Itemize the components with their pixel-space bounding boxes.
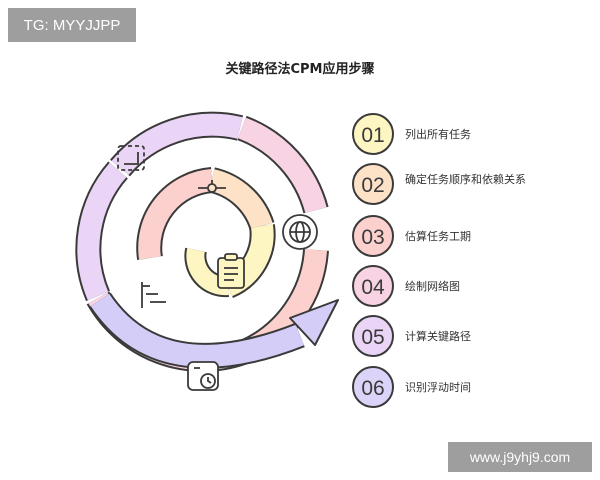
arrow-band <box>90 293 305 367</box>
middle-band-segment-2 <box>209 169 273 230</box>
resize-icon <box>117 145 145 171</box>
step-circle-02 <box>352 163 394 205</box>
watermark: www.j9yhj9.com <box>448 442 592 472</box>
step-number-06: 06 <box>361 377 384 400</box>
outer-band-segment-5 <box>77 162 127 301</box>
step-number-03: 03 <box>361 226 384 249</box>
globe-icon <box>282 214 318 250</box>
diagram-title: 关键路径法CPM应用步骤 <box>225 62 375 77</box>
step-circle-03 <box>352 215 394 257</box>
step-circle-06 <box>352 366 394 408</box>
step-circles: 01 02 03 04 05 06 <box>352 113 394 408</box>
step-number-02: 02 <box>361 174 384 197</box>
step-label-02: 确定任务顺序和依赖关系 <box>405 173 526 186</box>
step-label-01: 列出所有任务 <box>405 128 471 141</box>
middle-band-segment-1 <box>138 169 214 260</box>
clock-icon <box>187 361 219 391</box>
step-number-01: 01 <box>361 124 384 147</box>
outer-band-segment-1 <box>111 113 243 176</box>
gantt-icon <box>141 282 166 308</box>
outer-band-segment-2 <box>237 117 327 214</box>
step-label-06: 识别浮动时间 <box>405 381 471 394</box>
arrow-head <box>289 299 339 346</box>
step-number-04: 04 <box>361 276 385 299</box>
checklist-icon <box>217 253 245 289</box>
network-icon <box>198 180 226 193</box>
step-circle-01 <box>352 113 394 155</box>
step-label-04: 绘制网络图 <box>405 280 460 293</box>
step-circle-04 <box>352 265 394 307</box>
step-number-05: 05 <box>361 326 384 349</box>
step-label-03: 估算任务工期 <box>405 230 471 243</box>
step-circle-05 <box>352 315 394 357</box>
step-label-05: 计算关键路径 <box>405 330 471 343</box>
tag-badge: TG: MYYJJPP <box>8 8 136 42</box>
